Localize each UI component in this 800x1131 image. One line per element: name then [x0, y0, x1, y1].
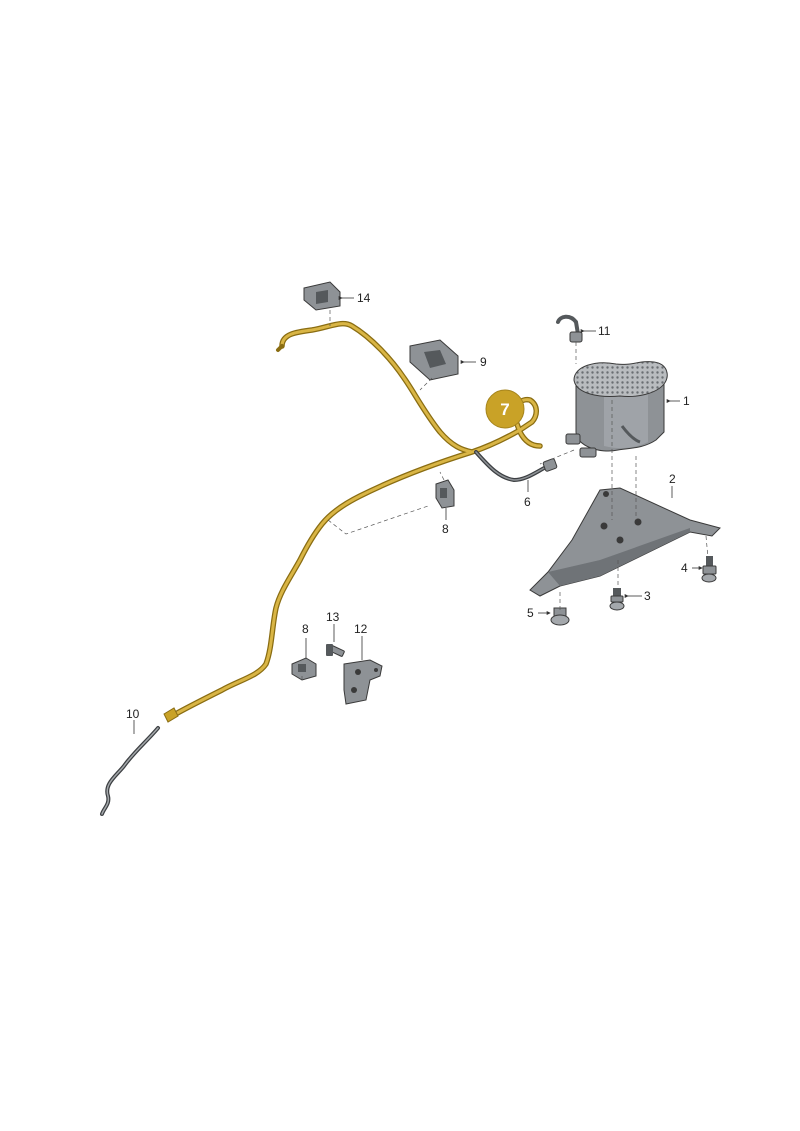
clip-8-upper[interactable] — [435, 479, 455, 509]
hose-6-connector — [542, 458, 558, 472]
clip-8-lower[interactable] — [291, 657, 317, 681]
part-labels: 1 2 3 4 5 6 8 8 9 10 11 12 13 14 — [126, 291, 690, 721]
canister-shading — [604, 386, 648, 449]
bolt-13[interactable] — [326, 644, 345, 657]
label-part-3[interactable]: 3 — [644, 589, 651, 603]
screw-11[interactable] — [556, 314, 583, 343]
fuel-line-core — [170, 322, 542, 718]
badge-circle — [485, 389, 525, 429]
fuel-line-outline — [169, 320, 543, 719]
bracket-hole-1 — [603, 491, 609, 497]
label-part-1[interactable]: 1 — [683, 394, 690, 408]
hose-6[interactable] — [474, 450, 558, 483]
fuel-line-end-fitting — [163, 707, 179, 723]
bracket-hole-3 — [634, 518, 642, 526]
canister-top-mesh — [573, 361, 668, 397]
charcoal-canister[interactable] — [565, 361, 668, 458]
label-part-9[interactable]: 9 — [480, 355, 487, 369]
clip-14[interactable] — [303, 281, 341, 311]
highlight-badge-7[interactable]: 7 — [485, 389, 525, 429]
label-part-2[interactable]: 2 — [669, 472, 676, 486]
leader-lines — [133, 296, 703, 734]
label-part-4[interactable]: 4 — [681, 561, 688, 575]
hose-10[interactable] — [100, 726, 160, 816]
bracket-lower-face — [548, 528, 690, 586]
bracket-hole-2 — [600, 522, 608, 530]
label-part-6[interactable]: 6 — [524, 495, 531, 509]
nut-5[interactable] — [550, 607, 570, 626]
bracket-hole-4 — [616, 536, 624, 544]
label-part-14[interactable]: 14 — [357, 291, 371, 305]
screw-3[interactable] — [609, 588, 625, 611]
label-part-10[interactable]: 10 — [126, 707, 140, 721]
fuel-line-hook-end — [276, 344, 284, 352]
canister-port — [565, 433, 581, 445]
canister-bracket[interactable] — [529, 487, 721, 597]
canister-port-2 — [579, 447, 597, 458]
screw-4[interactable] — [701, 556, 717, 583]
fuel-line-highlighted[interactable] — [163, 320, 543, 723]
label-part-8-upper[interactable]: 8 — [442, 522, 449, 536]
guide-lines — [301, 310, 709, 680]
label-part-8-lower[interactable]: 8 — [302, 622, 309, 636]
badge-label: 7 — [500, 400, 509, 419]
label-part-12[interactable]: 12 — [354, 622, 368, 636]
mount-plate-12[interactable] — [343, 659, 383, 705]
label-part-5[interactable]: 5 — [527, 606, 534, 620]
label-part-11[interactable]: 11 — [598, 324, 611, 338]
canister-pipe — [620, 425, 641, 444]
label-part-13[interactable]: 13 — [326, 610, 340, 624]
clip-9[interactable] — [409, 339, 459, 381]
